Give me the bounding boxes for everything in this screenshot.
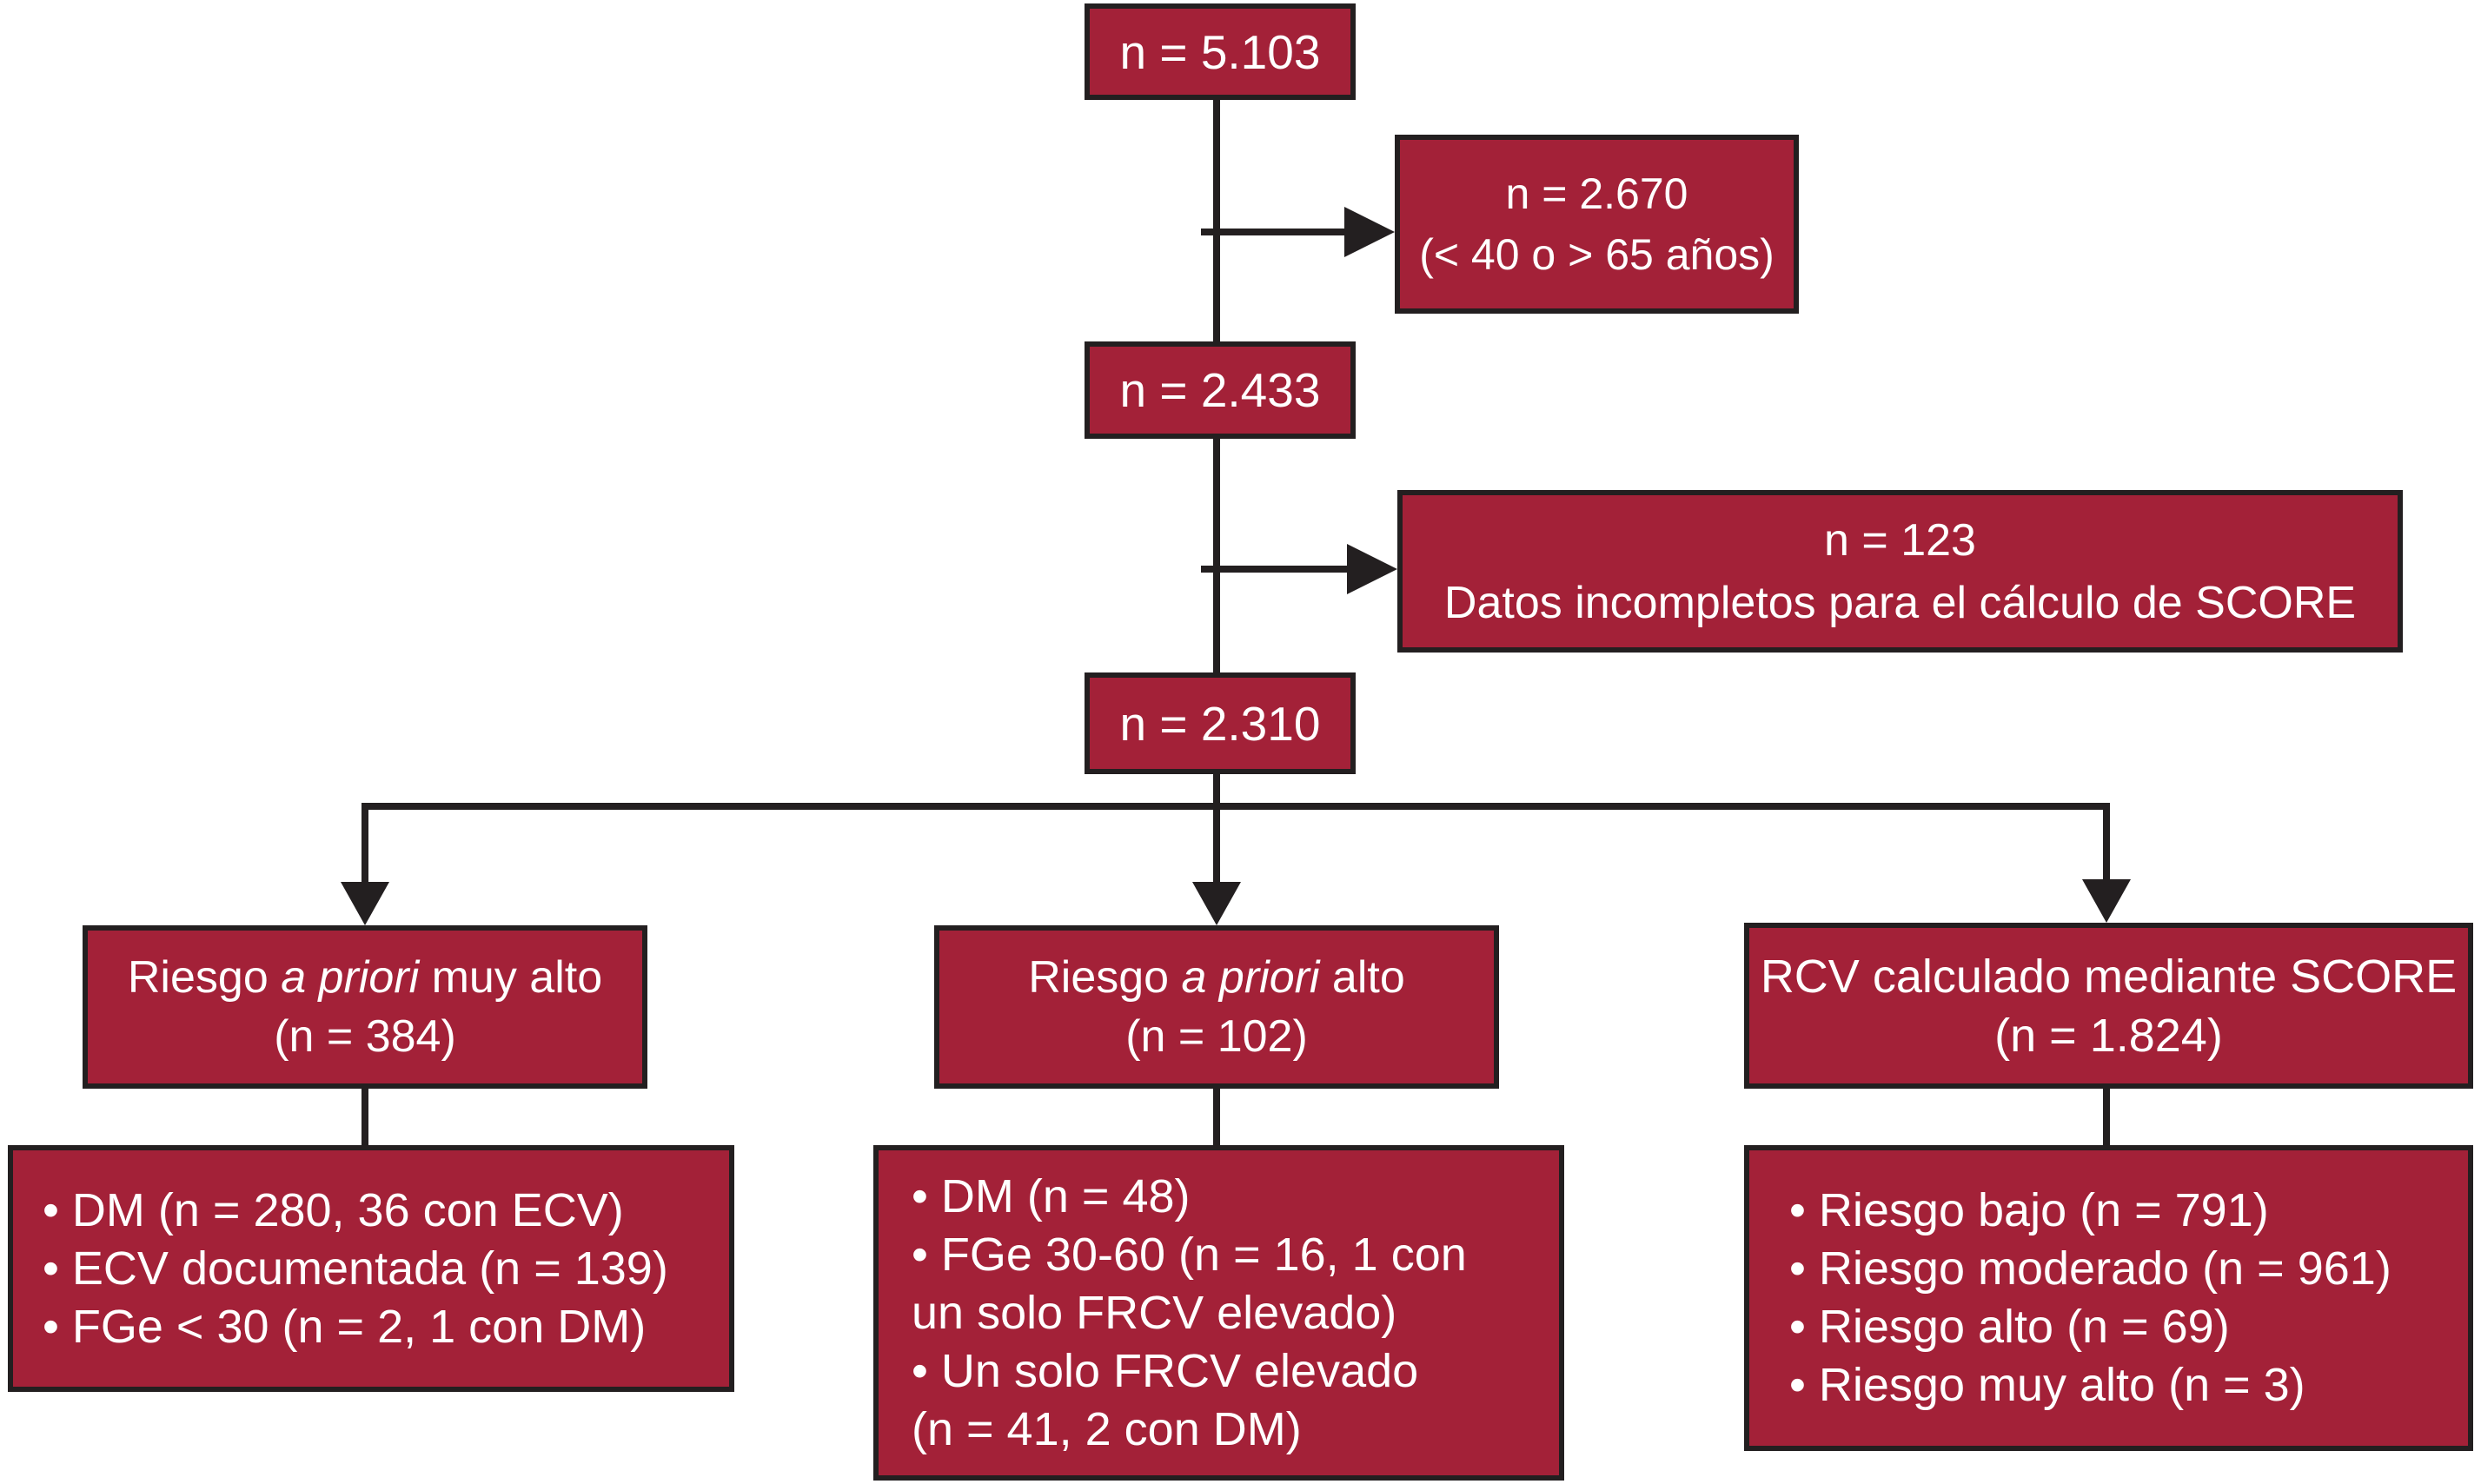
- title-suffix: muy alto: [419, 952, 603, 1003]
- detail-line: • Un solo FRCV elevado: [912, 1344, 1419, 1397]
- title-italic: a priori: [281, 952, 420, 1003]
- node-branch-very-high: Riesgo a priori muy alto (n = 384): [83, 925, 647, 1089]
- title-italic: a priori: [1181, 952, 1320, 1003]
- node-branch-high-count: (n = 102): [1125, 1011, 1308, 1062]
- node-excluded-incomplete-reason: Datos incompletos para el cálculo de SCO…: [1443, 577, 2357, 628]
- connector-trunk-3: [1213, 772, 1220, 884]
- arrowhead-branch-middle: [1192, 882, 1241, 925]
- connector-branch-horizontal: [362, 803, 2110, 810]
- detail-line: • FGe 30-60 (n = 16, 1 con: [912, 1228, 1467, 1281]
- node-branch-score: RCV calculado mediante SCORE (n = 1.824): [1744, 923, 2473, 1089]
- node-excluded-age-count: n = 2.670: [1505, 169, 1688, 218]
- arrowhead-excl-age: [1344, 207, 1395, 257]
- detail-line: • DM (n = 280, 36 con ECV): [43, 1183, 624, 1236]
- title-prefix: Riesgo: [127, 952, 282, 1003]
- detail-line: • ECV documentada (n = 139): [43, 1242, 668, 1295]
- connector-excl-score: [1201, 566, 1347, 573]
- connector-excl-age: [1201, 229, 1344, 235]
- node-branch-high: Riesgo a priori alto (n = 102): [934, 925, 1499, 1089]
- node-analyzed: n = 2.310: [1085, 672, 1356, 774]
- detail-line: • Riesgo alto (n = 69): [1789, 1301, 2230, 1353]
- node-excluded-age: n = 2.670 (< 40 o > 65 años): [1395, 135, 1799, 314]
- node-branch-score-count: (n = 1.824): [1994, 1009, 2223, 1062]
- detail-line: • FGe < 30 (n = 2, 1 con DM): [43, 1300, 647, 1353]
- detail-line: (n = 41, 2 con DM): [912, 1402, 1302, 1455]
- connector-branch-left: [362, 803, 368, 884]
- arrowhead-excl-score: [1347, 544, 1397, 594]
- node-excluded-age-reason: (< 40 o > 65 años): [1419, 230, 1775, 279]
- detail-line: un solo FRCV elevado): [912, 1286, 1397, 1339]
- connector-detail-right: [2103, 1087, 2110, 1145]
- node-analyzed-label: n = 2.310: [1119, 696, 1321, 751]
- node-branch-high-title: Riesgo a priori alto: [1028, 948, 1405, 1007]
- connector-detail-middle: [1213, 1087, 1220, 1145]
- node-branch-score-title: RCV calculado mediante SCORE: [1760, 950, 2458, 1003]
- title-prefix: Riesgo: [1028, 952, 1182, 1003]
- node-excluded-incomplete: n = 123 Datos incompletos para el cálcul…: [1397, 490, 2403, 653]
- node-excluded-incomplete-count: n = 123: [1824, 514, 1976, 566]
- node-detail-score: • Riesgo bajo (n = 791) • Riesgo moderad…: [1744, 1145, 2473, 1451]
- node-total: n = 5.103: [1085, 3, 1356, 100]
- node-detail-very-high: • DM (n = 280, 36 con ECV) • ECV documen…: [8, 1145, 734, 1392]
- arrowhead-branch-left: [341, 882, 389, 925]
- node-total-label: n = 5.103: [1119, 24, 1321, 79]
- detail-line: • Riesgo muy alto (n = 3): [1789, 1359, 2305, 1411]
- detail-line: • Riesgo moderado (n = 961): [1789, 1242, 2391, 1295]
- arrowhead-branch-right: [2082, 879, 2131, 923]
- detail-line: • DM (n = 48): [912, 1169, 1191, 1222]
- connector-detail-left: [362, 1087, 368, 1145]
- connector-trunk-1: [1213, 98, 1220, 343]
- node-branch-very-high-title: Riesgo a priori muy alto: [128, 948, 602, 1007]
- node-detail-high: • DM (n = 48) • FGe 30-60 (n = 16, 1 con…: [873, 1145, 1564, 1481]
- connector-branch-right: [2103, 803, 2110, 881]
- node-after-age-label: n = 2.433: [1119, 363, 1321, 417]
- detail-line: • Riesgo bajo (n = 791): [1789, 1184, 2269, 1236]
- connector-trunk-2: [1213, 437, 1220, 674]
- node-after-age-filter: n = 2.433: [1085, 341, 1356, 439]
- title-suffix: alto: [1319, 952, 1405, 1003]
- node-branch-very-high-count: (n = 384): [274, 1011, 456, 1062]
